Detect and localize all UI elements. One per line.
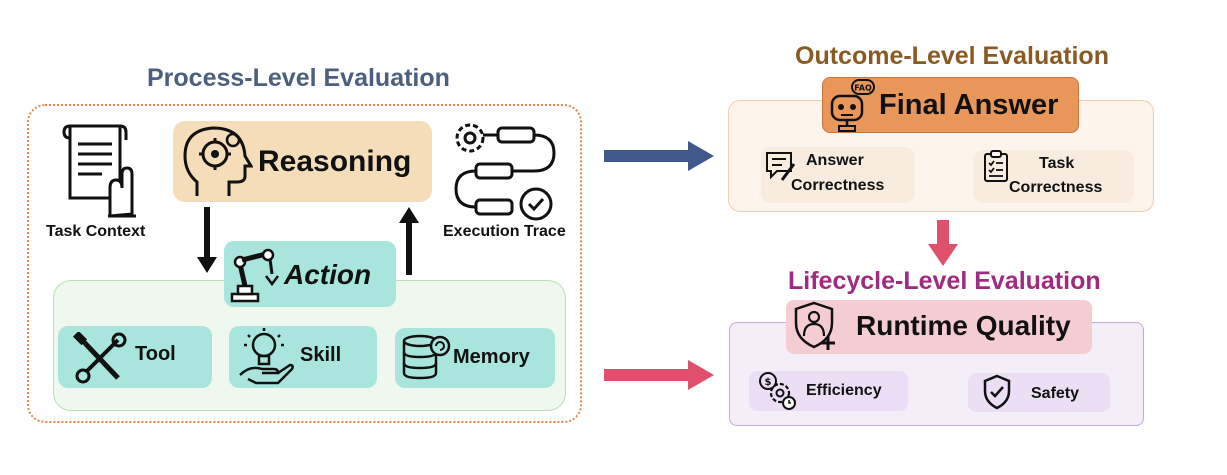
process-panel: [27, 104, 582, 423]
blue-arrow-icon: [604, 141, 714, 171]
reasoning-box: [173, 121, 432, 202]
runtime-quality-label: Runtime Quality: [856, 310, 1071, 341]
database-icon: [400, 334, 452, 382]
svg-text:$: $: [765, 377, 772, 388]
document-pointer-icon: [62, 120, 144, 220]
task-correctness-label-2: Correctness: [1009, 179, 1103, 196]
comment-pen-icon: [764, 150, 798, 184]
safety-label: Safety: [1031, 385, 1080, 402]
final-answer-label: Final Answer: [879, 89, 1059, 121]
gear-head-icon: [181, 124, 253, 200]
clipboard-check-icon: [982, 149, 1010, 183]
runtime-quality-box: [786, 300, 1092, 354]
reasoning-label: Reasoning: [258, 145, 412, 178]
process-title: Process-Level Evaluation: [147, 64, 450, 92]
skill-label: Skill: [300, 344, 342, 366]
shield-check-icon: [982, 374, 1012, 410]
robot-arm-icon: [228, 248, 280, 304]
efficiency-label: Efficiency: [806, 382, 882, 399]
task-correctness-label-1: Task: [1039, 155, 1075, 172]
answer-correctness-label-1: Answer: [806, 152, 864, 169]
final-answer-box: [822, 77, 1079, 133]
outcome-title: Outcome-Level Evaluation: [795, 42, 1109, 70]
down-red-arrow-icon: [928, 220, 958, 268]
arrow-up-icon: [397, 207, 421, 275]
svg-text:FAQ: FAQ: [854, 84, 872, 93]
lightbulb-hand-icon: [236, 327, 294, 387]
answer-correctness-label-2: Correctness: [791, 177, 885, 194]
execution-trace-label: Execution Trace: [443, 223, 566, 240]
task-context-label: Task Context: [46, 223, 146, 240]
lifecycle-title: Lifecycle-Level Evaluation: [788, 267, 1101, 295]
memory-label: Memory: [453, 346, 530, 368]
faq-robot-icon: FAQ: [826, 78, 876, 132]
red-arrow-icon: [604, 360, 714, 390]
gear-clock-icon: $: [756, 369, 796, 411]
action-label: Action: [284, 259, 372, 290]
wrench-screwdriver-icon: [72, 332, 128, 386]
arrow-down-icon: [195, 207, 219, 275]
tool-label: Tool: [135, 343, 176, 365]
gear-chain-icon: [450, 116, 560, 224]
skill-box: [229, 326, 377, 388]
person-shield-icon: [790, 300, 840, 352]
